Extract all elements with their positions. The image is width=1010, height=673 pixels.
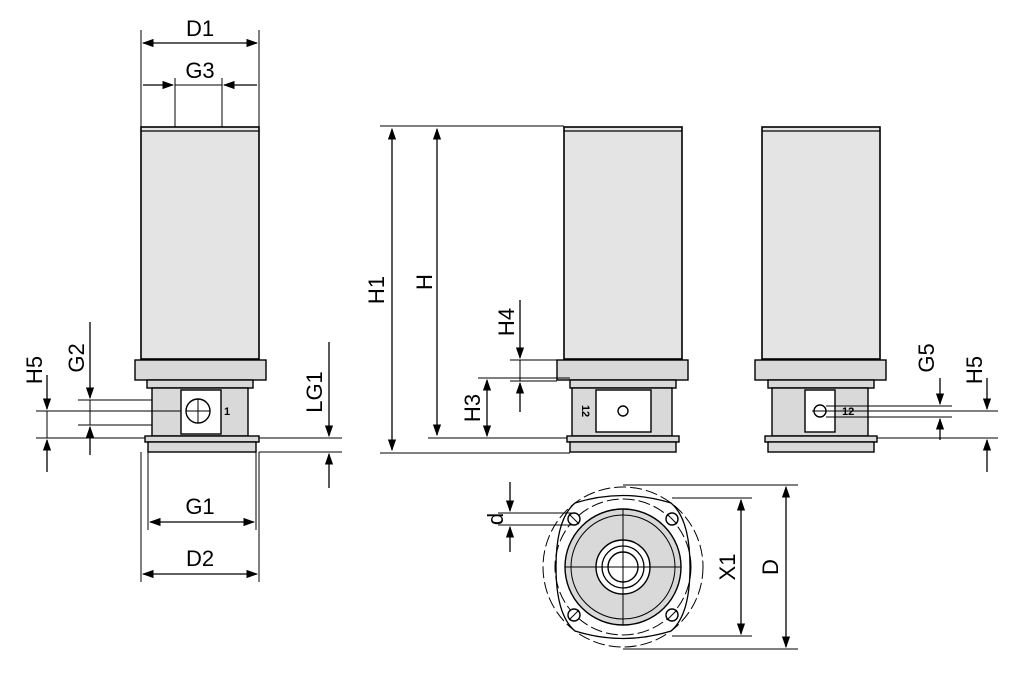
middle-flange [556,359,689,381]
middle-cylinder-body [563,126,683,360]
right-flange [754,359,887,381]
dim-label-H1: H1 [364,276,389,304]
bottom-view: d X1 D [483,482,798,650]
dim-label-D: D [758,559,783,575]
dim-label-d: d [483,513,508,525]
dim-label-H4: H4 [494,308,519,336]
left-port-mark: 1 [224,406,230,418]
dim-label-D1: D1 [186,16,214,41]
middle-port-circle [617,405,629,417]
dim-label-G3: G3 [185,58,214,83]
dim-label-G1: G1 [185,494,214,519]
dim-label-G2: G2 [64,343,89,372]
right-port-mark: 12 [842,406,854,418]
left-cylinder-body [140,126,260,360]
right-view: 12 G5 H5 [754,126,998,472]
middle-port-mark: 12 [579,405,591,417]
dim-label-D2: D2 [186,546,214,571]
dim-label-H5-right: H5 [962,356,987,384]
dim-label-G5: G5 [914,343,939,372]
dim-label-X1: X1 [715,554,740,581]
left-flange [134,359,267,381]
dim-label-H: H [412,274,437,290]
left-view: 1 D1 G3 G1 D2 H5 [22,16,342,582]
middle-view: 12 H1 H H4 H3 [364,125,689,454]
dim-label-LG1: LG1 [302,371,327,413]
right-cylinder-body [761,126,881,360]
dim-label-H5-left: H5 [22,356,47,384]
dim-label-H3: H3 [460,394,485,422]
